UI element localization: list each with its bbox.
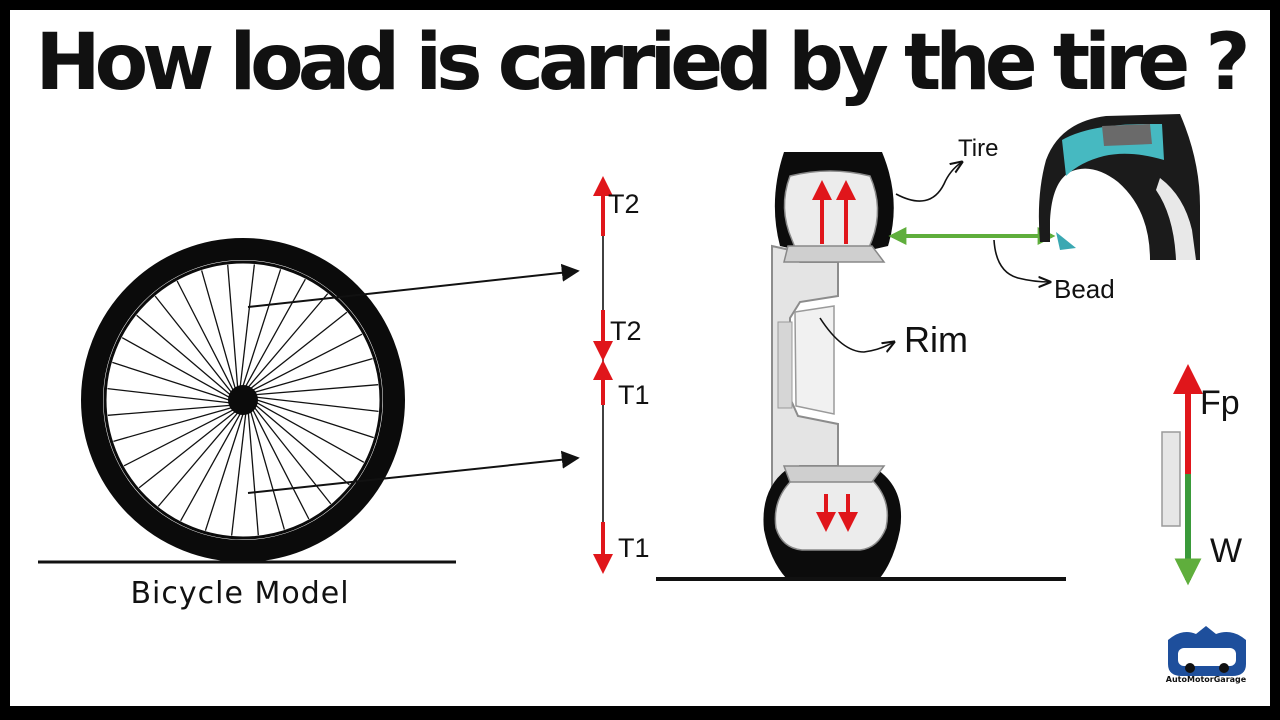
wheel-spoke bbox=[154, 295, 232, 393]
t1-bottom-label: T1 bbox=[618, 533, 650, 563]
brand-car-body bbox=[1178, 648, 1236, 666]
cutaway-cord bbox=[1102, 124, 1152, 146]
spoke-tension-diagram: T2 T2 T1 T1 bbox=[593, 176, 650, 574]
bottom-bead-seat bbox=[782, 465, 886, 483]
wheel-spoke bbox=[121, 337, 230, 398]
wheel-spoke bbox=[247, 293, 329, 388]
tire-cross-section bbox=[763, 152, 902, 578]
brand-car-wheel-left bbox=[1185, 663, 1195, 673]
wheel-spoke bbox=[176, 280, 234, 391]
wheel-rim bbox=[103, 260, 383, 540]
wheel-spoke bbox=[180, 413, 241, 522]
force-balance-diagram: Fp W bbox=[1161, 364, 1242, 586]
wheel-spoke bbox=[113, 407, 232, 442]
brand-logo bbox=[1168, 626, 1246, 676]
wheel-spoke bbox=[256, 399, 374, 439]
wheel-spoke bbox=[250, 311, 348, 389]
wheel-spoke bbox=[254, 358, 373, 393]
wheel-spoke bbox=[107, 387, 230, 404]
wheel-spoke bbox=[242, 269, 282, 387]
wheel-spoke bbox=[157, 412, 239, 507]
cutaway-rim-edge bbox=[1056, 232, 1076, 250]
wheel-spoke bbox=[136, 314, 231, 396]
w-label: W bbox=[1210, 532, 1242, 570]
wheel-tire bbox=[81, 238, 405, 562]
wheel-spoke bbox=[230, 413, 247, 536]
wheel-spoke bbox=[252, 333, 363, 391]
force-block bbox=[1161, 431, 1181, 527]
wheel-spoke bbox=[256, 402, 365, 463]
top-bead-seat bbox=[783, 245, 886, 263]
rim-label: Rim bbox=[904, 319, 968, 360]
bicycle-wheel bbox=[81, 238, 405, 562]
wheel-spoke bbox=[138, 411, 236, 489]
wheel-spoke bbox=[112, 361, 230, 401]
bicycle-model-caption: Bicycle Model bbox=[130, 576, 350, 611]
t1-top-label: T1 bbox=[618, 380, 650, 410]
t2-bottom-label: T2 bbox=[610, 316, 642, 346]
wheel-spoke bbox=[250, 411, 285, 530]
wheel-spoke bbox=[252, 409, 310, 520]
slide-title: How load is carried by the tire ? bbox=[35, 18, 1250, 108]
wheel-spoke bbox=[256, 396, 379, 413]
brand-name: AutoMotorGarage bbox=[1165, 675, 1247, 684]
bottom-tire-chamber bbox=[774, 479, 889, 551]
wheel-spoke bbox=[254, 407, 332, 505]
bead-leader bbox=[993, 239, 1050, 282]
wheel-spoke bbox=[123, 409, 234, 467]
cutaway-sidewall bbox=[1156, 178, 1196, 260]
rim-spoke-bed bbox=[777, 321, 793, 409]
wheel-spoke bbox=[227, 264, 239, 388]
wheel-spoke bbox=[255, 404, 350, 486]
wheel-spoke bbox=[201, 270, 236, 389]
pointer-arrow-top bbox=[247, 263, 580, 308]
rim-inner-wall bbox=[794, 305, 835, 415]
bead-label: Bead bbox=[1054, 274, 1115, 304]
tire-leader bbox=[895, 162, 962, 202]
wheel-spoke bbox=[247, 412, 259, 536]
t2-top-label: T2 bbox=[608, 189, 640, 219]
wheel-spoke bbox=[239, 264, 256, 387]
brand-car-wheel-right bbox=[1219, 663, 1229, 673]
wheel-spoke bbox=[245, 278, 306, 387]
pointer-arrow-bottom bbox=[247, 450, 580, 494]
rim-leader bbox=[819, 317, 894, 353]
top-tire-chamber bbox=[783, 170, 879, 251]
wheel-spokes bbox=[107, 264, 379, 536]
tire-label: Tire bbox=[958, 135, 998, 162]
wheel-spoke bbox=[107, 404, 231, 416]
fp-label: Fp bbox=[1200, 384, 1240, 422]
tire-cutaway-image bbox=[1038, 114, 1200, 260]
wheel-spoke bbox=[255, 384, 379, 396]
wheel-spoke bbox=[204, 413, 244, 531]
wheel-hub bbox=[228, 385, 258, 415]
